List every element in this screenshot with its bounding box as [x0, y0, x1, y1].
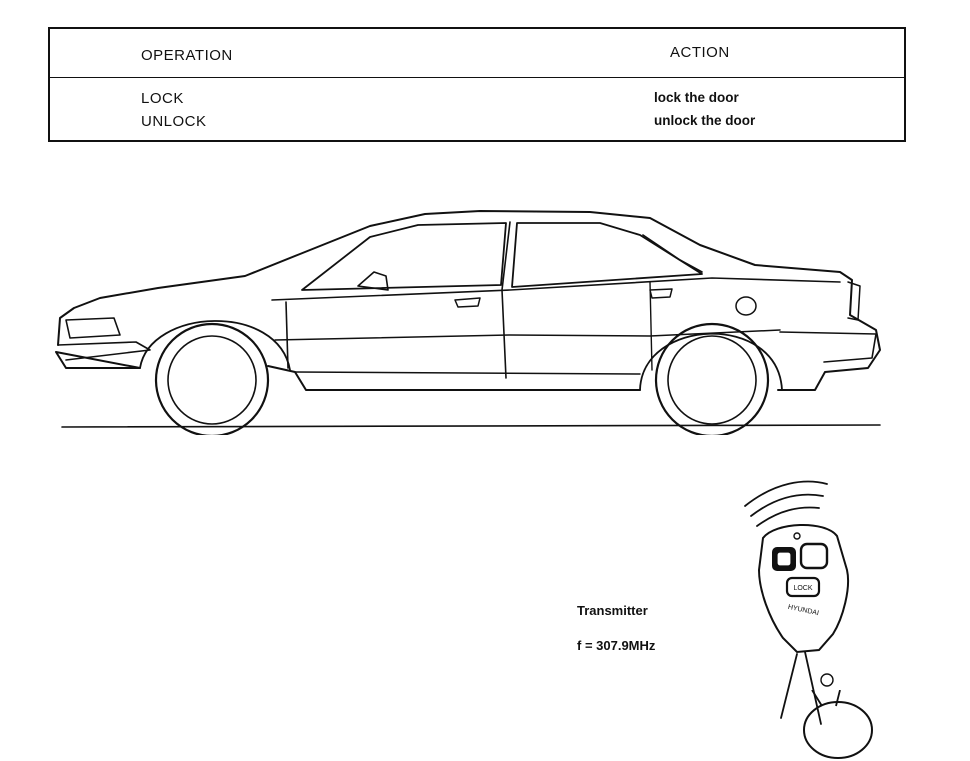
front-window [302, 223, 506, 290]
brand-label: HYUNDAI [787, 604, 819, 617]
table-header: OPERATION ACTION [50, 29, 904, 78]
key-disk [800, 690, 890, 760]
unlock-button-face [777, 552, 791, 566]
rear-rim [668, 336, 756, 424]
center-pillar [502, 222, 510, 378]
operation-table: OPERATION ACTION LOCK lock the door UNLO… [48, 27, 906, 142]
front-rim [168, 336, 256, 424]
signal-wave [751, 495, 823, 516]
rear-tire [656, 324, 768, 435]
lock-button-label: LOCK [793, 585, 812, 592]
rear-wheel-arch [640, 334, 782, 390]
action-cell: unlock the door [654, 113, 755, 128]
table-row: LOCK lock the door [50, 90, 904, 110]
front-wheel-arch [140, 321, 290, 370]
key-hole [821, 674, 833, 686]
led-icon [794, 533, 800, 539]
ground-line [62, 425, 880, 427]
trunk-button [801, 544, 827, 568]
side-molding [275, 330, 780, 340]
rear-door-handle [650, 289, 672, 298]
rear-bumper [780, 332, 876, 362]
operation-cell: UNLOCK [141, 113, 207, 130]
car-body-outline [56, 211, 880, 390]
car-illustration [40, 190, 890, 435]
key-disk-outline [804, 702, 872, 758]
table-row: UNLOCK unlock the door [50, 113, 904, 133]
rocker-panel [295, 372, 640, 374]
action-cell: lock the door [654, 90, 739, 105]
header-action: ACTION [670, 44, 730, 61]
transmitter-frequency: f = 307.9MHz [577, 638, 655, 653]
front-door-handle [455, 298, 480, 307]
transmitter-label: Transmitter [577, 603, 648, 618]
operation-cell: LOCK [141, 90, 184, 107]
front-tire [156, 324, 268, 435]
header-operation: OPERATION [141, 47, 233, 64]
front-bumper [58, 342, 150, 360]
signal-wave [757, 508, 819, 526]
headlight [66, 318, 120, 338]
fuel-cap [736, 297, 756, 315]
signal-wave [745, 482, 827, 506]
